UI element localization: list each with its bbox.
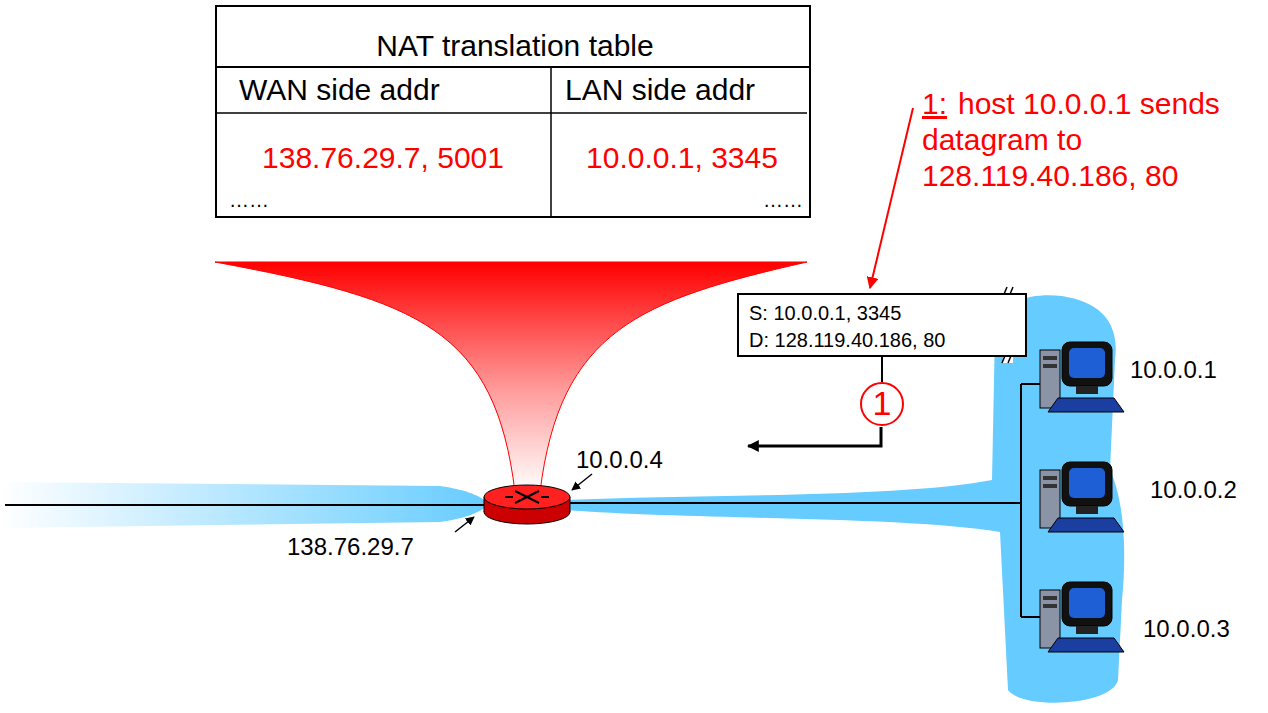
nat-table: NAT translation tableWAN side addr LAN si… — [215, 5, 811, 218]
callout-leader — [870, 108, 913, 288]
connector-line — [881, 357, 883, 382]
callout-text: host 10.0.0.1 sends datagram to 128.119.… — [922, 86, 1222, 194]
step-circle: 1 — [859, 381, 905, 427]
wan-band — [0, 482, 490, 528]
wan-link — [5, 504, 488, 506]
lan-drop — [1021, 383, 1040, 385]
ip-address: 10.0.0.1 — [1130, 356, 1217, 385]
ip-address: 138.76.29.7 — [287, 533, 414, 562]
address-pointer — [572, 474, 592, 490]
lan-bus — [1020, 384, 1022, 617]
ip-address: 10.0.0.4 — [576, 446, 663, 475]
nat-router — [484, 485, 570, 524]
lan-link — [568, 502, 1021, 504]
node-text: …… — [229, 189, 269, 212]
node-text: D: 128.119.40.186, 80 — [749, 329, 945, 352]
lan-drop — [1021, 616, 1040, 618]
node-text: NAT translation table — [376, 29, 653, 64]
node-text: …… — [763, 189, 803, 212]
host-computers — [1040, 342, 1124, 652]
send-direction-arrow — [748, 427, 881, 446]
ip-address: 10.0.0.2 — [1150, 476, 1237, 505]
node-text: 1 — [873, 384, 892, 423]
node-text: 138.76.29.7, 5001 — [262, 141, 504, 176]
computer-icon — [1040, 582, 1124, 652]
datagram-box: S: 10.0.0.1, 3345 D: 128.119.40.186, 80 — [737, 293, 1027, 357]
ip-address: 10.0.0.3 — [1143, 615, 1230, 644]
computer-icon — [1040, 342, 1124, 412]
table-funnel — [215, 262, 807, 492]
node-text: LAN side addr — [565, 73, 755, 108]
node-text: S: 10.0.0.1, 3345 — [749, 302, 901, 325]
node-text: WAN side addr — [239, 73, 440, 108]
callout-text: 1: — [922, 86, 947, 122]
node-text: 10.0.0.1, 3345 — [586, 141, 778, 176]
address-pointer — [455, 517, 474, 532]
computer-icon — [1040, 462, 1124, 532]
